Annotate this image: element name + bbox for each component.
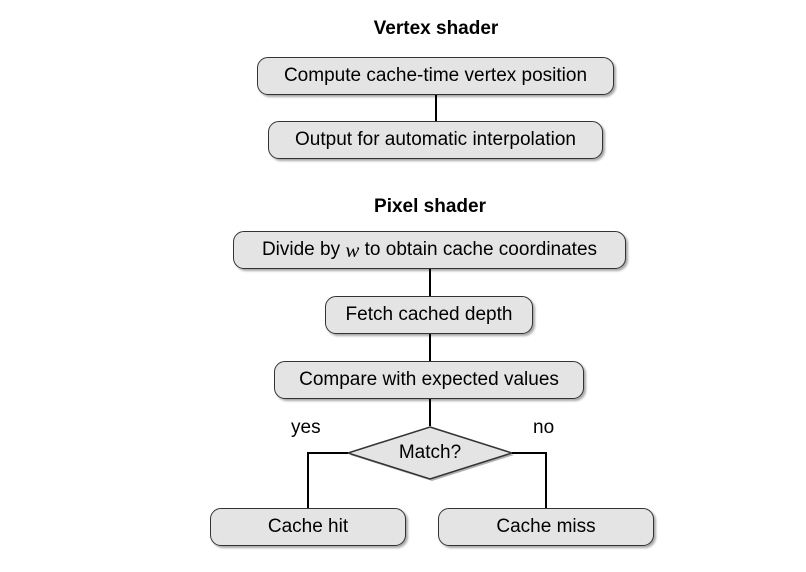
compare-expected-values-box: Compare with expected values [274, 361, 584, 399]
connector-line [429, 334, 431, 361]
match-decision-label: Match? [398, 442, 462, 463]
w-variable-text: w [345, 237, 360, 262]
fetch-cached-depth-box: Fetch cached depth [325, 296, 533, 334]
pixel-shader-title: Pixel shader [374, 196, 486, 217]
divide-by-w-box: Divide by w to obtain cache coordinates [233, 231, 626, 269]
connector-line [429, 269, 431, 296]
output-interpolation-box: Output for automatic interpolation [268, 121, 603, 159]
divide-suffix-text: to obtain cache coordinates [359, 239, 598, 260]
cache-miss-box: Cache miss [438, 508, 654, 546]
connector-line [429, 399, 431, 426]
compute-vertex-position-box: Compute cache-time vertex position [257, 57, 614, 95]
decision-diamond [345, 426, 515, 480]
cache-hit-box: Cache hit [210, 508, 406, 546]
vertex-shader-title: Vertex shader [373, 18, 499, 39]
connector-line [435, 95, 437, 121]
no-branch-line [512, 452, 547, 509]
yes-branch-line [307, 452, 348, 509]
yes-label: yes [291, 417, 321, 438]
no-label: no [533, 417, 555, 438]
divide-prefix-text: Divide by [261, 239, 346, 260]
